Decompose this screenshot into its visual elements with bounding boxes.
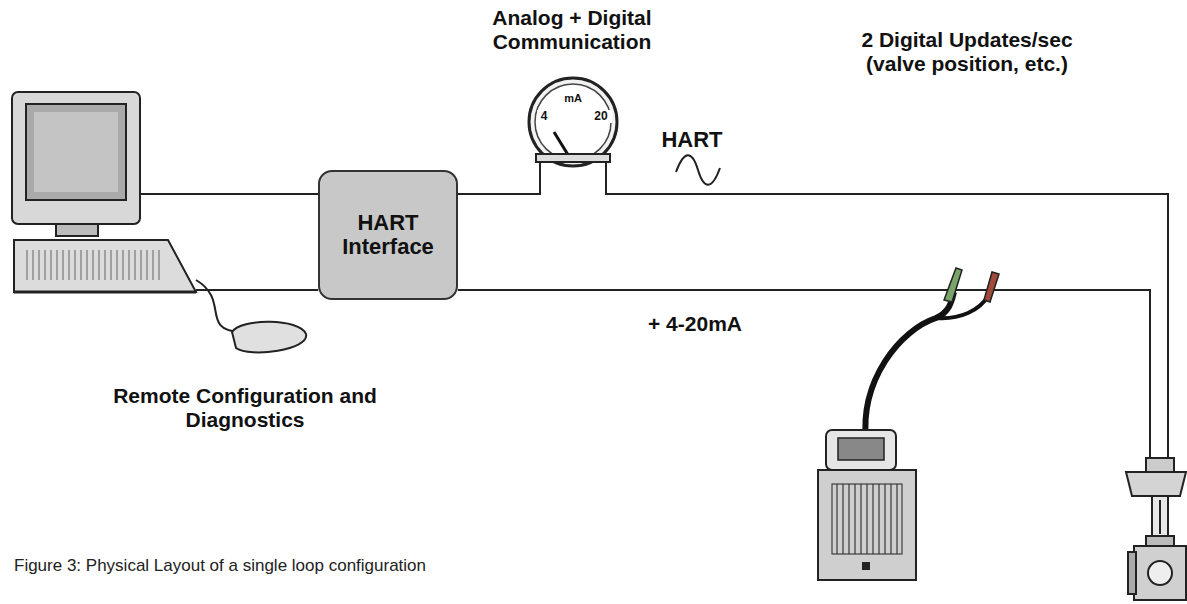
- box-label: HART Interface: [333, 211, 443, 259]
- handheld-communicator: [818, 268, 999, 580]
- computer: [12, 92, 306, 352]
- gauge: [529, 78, 617, 166]
- function-label: Remote Configuration and Diagnostics: [100, 384, 390, 431]
- scale-number: 20: [590, 110, 612, 123]
- update-label: 2 Digital Updates/sec (valve position, e…: [842, 28, 1092, 75]
- scale-number: 4: [537, 110, 551, 123]
- control-valve: [1126, 458, 1186, 600]
- signal-label: Analog + Digital Communication: [482, 6, 662, 53]
- current-label: + 4-20mA: [620, 312, 770, 336]
- figure-caption: Figure 3: Physical Layout of a single lo…: [14, 556, 426, 576]
- interface-box: HART Interface: [318, 170, 458, 300]
- unit-label: mA: [560, 92, 586, 104]
- protocol-label: HART: [652, 128, 732, 153]
- hart-signal: [676, 155, 720, 185]
